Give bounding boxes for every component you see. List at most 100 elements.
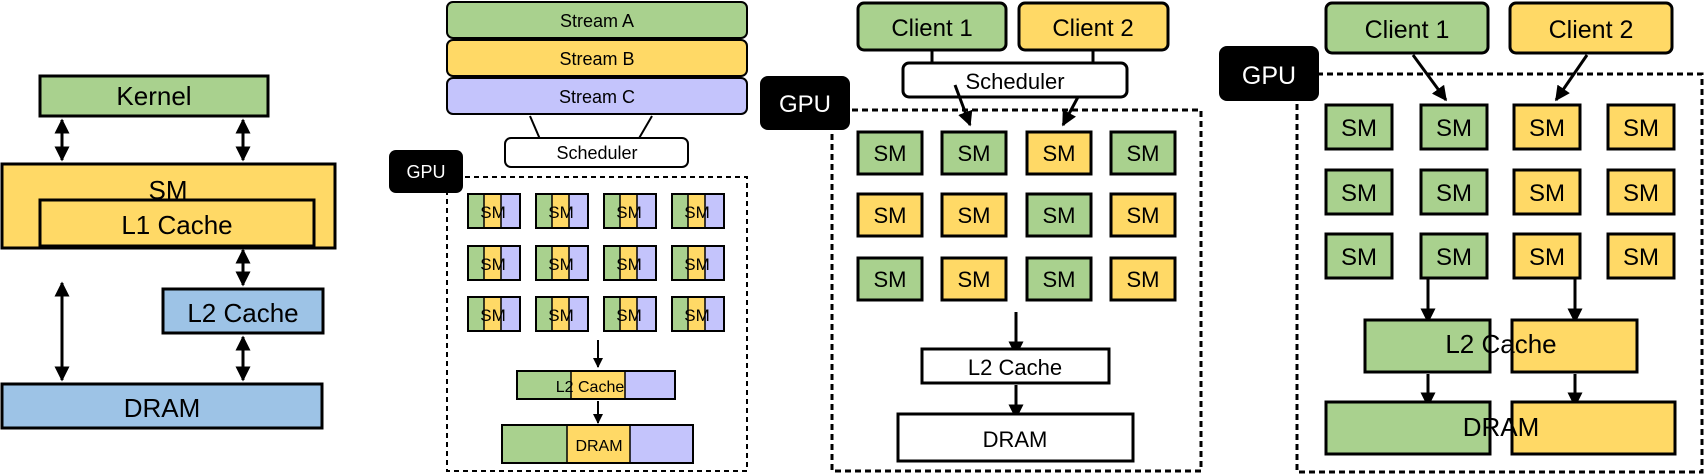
sm-label: SM <box>1043 267 1076 292</box>
sm-unit: SM <box>1606 103 1676 151</box>
sm-label: SM <box>616 203 642 222</box>
l2-cache-label: L2 Cache <box>968 355 1062 380</box>
sm-unit: SM <box>1419 168 1489 216</box>
sm-label: SM <box>958 267 991 292</box>
kernel-label: Kernel <box>116 81 191 111</box>
scheduler-to-sm-left-arrow <box>953 84 973 127</box>
panel-multi-client-partitioned: Client 1 Client 2 GPU SM SM SM SM SM SM SM SM SM… <box>1219 1 1704 474</box>
dram-green-part <box>1324 400 1492 456</box>
gpu-badge-label: GPU <box>1242 62 1296 90</box>
sm-label: SM <box>548 255 574 274</box>
sm-label: SM <box>958 203 991 228</box>
stream-a-box <box>446 1 748 39</box>
client1-label: Client 1 <box>1365 16 1450 44</box>
sm-label: SM <box>616 306 642 325</box>
sm-label: SM <box>1341 180 1377 207</box>
sm-unit: SM <box>1419 232 1489 280</box>
sm-label: SM <box>616 255 642 274</box>
sm-unit: SM <box>1512 232 1582 280</box>
sm-label: SM <box>1623 244 1659 271</box>
kernel-box <box>38 74 270 118</box>
dram-green-part <box>502 425 567 463</box>
dram-yellow-part <box>1510 400 1677 456</box>
scheduler-label: Scheduler <box>556 143 637 163</box>
panel-multi-stream: Stream A Stream B Stream C Scheduler GPU… <box>389 1 748 472</box>
l2-cache-purple-part <box>625 371 675 399</box>
sm-label: SM <box>958 141 991 166</box>
sm-label: SM <box>1127 141 1160 166</box>
stream-a-label: Stream A <box>560 11 634 31</box>
client2-box <box>1508 1 1674 55</box>
l2-cache-green-part <box>517 371 571 399</box>
sm-label: SM <box>1127 267 1160 292</box>
client2-label: Client 2 <box>1549 16 1634 44</box>
sm-label: SM <box>1043 141 1076 166</box>
stream-c-box <box>446 77 748 115</box>
sm-unit: SM <box>535 245 589 281</box>
sm-unit: SM <box>603 193 657 229</box>
dram-label: DRAM <box>983 427 1048 452</box>
dram-box <box>501 424 694 464</box>
sm-unit: SM <box>671 296 725 332</box>
gpu-boundary <box>1295 72 1704 474</box>
sm-label: SM <box>480 306 506 325</box>
sm-label: SM <box>1529 115 1565 142</box>
sm-unit: SM <box>1324 232 1394 280</box>
client1-box <box>1324 1 1490 55</box>
sm-label: SM <box>1127 203 1160 228</box>
l2-cache-green-part <box>1363 318 1492 374</box>
sm-label: SM <box>548 306 574 325</box>
sm-label: SM <box>1436 180 1472 207</box>
dram-box <box>896 412 1135 463</box>
sm-unit: SM <box>671 245 725 281</box>
client1-label: Client 1 <box>891 15 972 42</box>
sm-unit: SM <box>1512 168 1582 216</box>
l1-cache-label: L1 Cache <box>121 210 232 240</box>
sm-label: SM <box>1623 180 1659 207</box>
l2-cache-box <box>920 347 1111 385</box>
sm-unit: SM <box>1512 103 1582 151</box>
sm-unit: SM <box>535 193 589 229</box>
sm-label: SM <box>684 203 710 222</box>
l2-cache-yellow-part <box>1510 318 1639 374</box>
sm-label: SM <box>1043 203 1076 228</box>
sm-label: SM <box>1623 115 1659 142</box>
sm-unit: SM <box>1025 130 1093 176</box>
sm-unit: SM <box>1324 103 1394 151</box>
sm-label: SM <box>874 141 907 166</box>
gpu-badge <box>760 76 850 130</box>
sm-unit: SM <box>1109 192 1177 238</box>
sm-label: SM <box>684 306 710 325</box>
panel1-arrows <box>54 118 251 382</box>
gpu-badge <box>1219 46 1319 101</box>
stream-b-box <box>446 39 748 77</box>
dram-label: DRAM <box>124 393 201 423</box>
sm-unit: SM <box>1324 168 1394 216</box>
sm-unit: SM <box>940 130 1008 176</box>
sm-unit: SM <box>1109 256 1177 302</box>
sm-unit: SM <box>856 130 924 176</box>
stream-c-label: Stream C <box>559 87 635 107</box>
scheduler-box <box>504 137 689 168</box>
sm-unit: SM <box>856 192 924 238</box>
sm-label: SM <box>874 267 907 292</box>
sm-label: SM <box>1341 115 1377 142</box>
scheduler-label: Scheduler <box>965 69 1064 94</box>
gpu-badge-label: GPU <box>406 162 445 182</box>
dram-box <box>0 382 324 430</box>
sm-unit: SM <box>467 296 521 332</box>
dram-purple-part <box>630 425 693 463</box>
sm-unit: SM <box>1025 192 1093 238</box>
sm-label: SM <box>1529 180 1565 207</box>
sm-unit: SM <box>1606 168 1676 216</box>
sm-unit: SM <box>467 245 521 281</box>
sm-label: SM <box>1341 244 1377 271</box>
panel-single-kernel: Kernel SM L1 Cache L2 Cache DRAM <box>0 74 337 430</box>
sm-unit: SM <box>1109 130 1177 176</box>
scheduler-box <box>901 61 1129 99</box>
stream-b-label: Stream B <box>559 49 634 69</box>
l2-cache-box <box>516 370 676 400</box>
l2-cache-label: L2 Cache <box>187 298 298 328</box>
